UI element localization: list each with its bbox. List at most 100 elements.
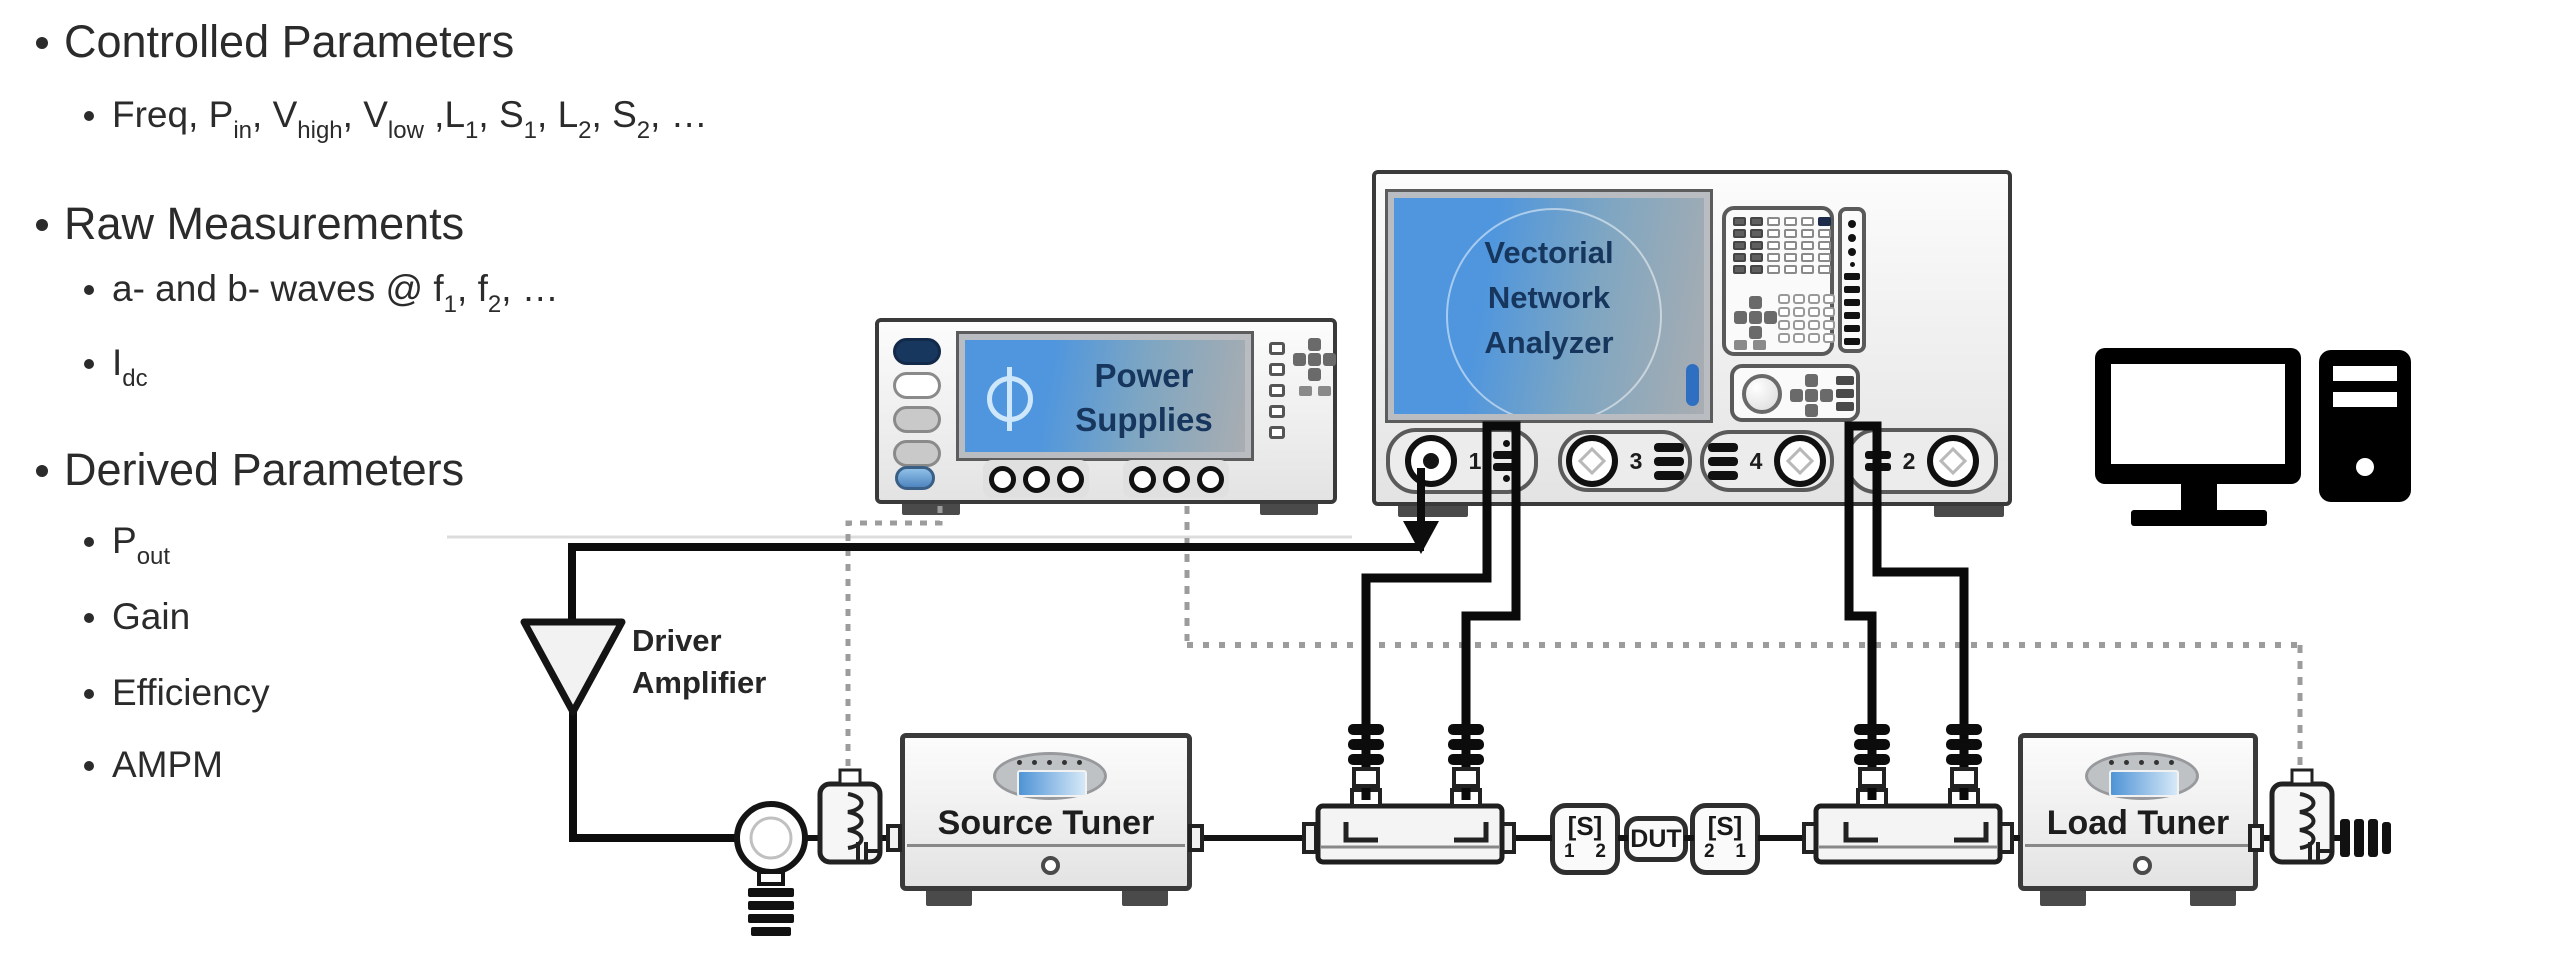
port-3-number: 3 <box>1629 447 1643 474</box>
vna-bottom-keys <box>1734 340 1766 350</box>
vna-port-2: 2 <box>1846 428 1998 494</box>
port-3-connector-icon <box>1565 435 1618 487</box>
bullet-idc: Idc <box>84 342 148 392</box>
bullet-controlled-parameters: Controlled Parameters <box>36 16 514 68</box>
idc-line: Idc <box>112 342 148 392</box>
bullet-derived-parameters: Derived Parameters <box>36 444 464 496</box>
bullet-icon <box>84 537 94 547</box>
vna-screen-text: Vectorial Network Analyzer <box>1484 235 1614 360</box>
circulator-icon <box>734 801 808 875</box>
port-4-receiver-jack-icon <box>1707 442 1738 480</box>
source-tuner-seam <box>907 844 1185 847</box>
power-supplies-foot <box>1260 502 1318 515</box>
control-computer-icon <box>2095 336 2425 536</box>
monitor-icon <box>2095 348 2301 484</box>
vna-keypad-panel <box>1722 206 1835 356</box>
vna-function-keys <box>1733 217 1831 274</box>
bullet-icon <box>36 37 48 49</box>
vna-numeric-keys <box>1778 294 1835 343</box>
port-4-number: 4 <box>1749 447 1763 474</box>
power-supplies-power-button <box>895 466 935 490</box>
port-4-connector-icon <box>1774 435 1827 487</box>
smith-chart-icon <box>1446 208 1662 414</box>
load-tuner-foot <box>2190 887 2236 906</box>
vna-side-strip <box>1838 207 1866 353</box>
vna-knob-keys <box>1836 376 1854 411</box>
bullet-icon <box>84 111 94 121</box>
dut-block: DUT <box>1624 816 1688 862</box>
bullet-icon <box>84 359 94 369</box>
load-tuner-seam <box>2025 844 2251 847</box>
source-coupler-icon <box>1315 788 1505 865</box>
load-termination-icon <box>2340 819 2391 857</box>
load-bias-tee-icon <box>2269 768 2335 865</box>
source-tuner-foot <box>1122 887 1168 906</box>
source-tuner-leds <box>1017 760 1082 765</box>
vna-port-3: 3 <box>1558 430 1692 492</box>
bullet-gain: Gain <box>84 596 190 638</box>
raw-measurements-title: Raw Measurements <box>64 198 465 249</box>
power-supplies-menu-keys <box>1269 342 1285 439</box>
port-1-number: 1 <box>1468 447 1482 474</box>
port-3-receiver-jack-icon <box>1654 442 1685 480</box>
driver-amplifier-icon <box>520 618 626 716</box>
controlled-parameters-title: Controlled Parameters <box>64 16 515 67</box>
power-supplies-screen: Power Supplies <box>956 331 1254 461</box>
bullet-raw-measurements: Raw Measurements <box>36 198 464 250</box>
load-tuner-lcd <box>2109 770 2179 797</box>
vna-knob-dpad <box>1790 374 1833 417</box>
port-1-connector-icon <box>1404 435 1457 487</box>
load-tuner-foot <box>2040 887 2086 906</box>
pout-line: Pout <box>112 520 171 570</box>
power-symbol-icon <box>987 367 1033 431</box>
desktop-tower-icon <box>2319 350 2411 502</box>
source-tuner-lcd <box>1017 770 1087 797</box>
source-tuner-foot <box>926 887 972 906</box>
port-1-receiver-jack-icon <box>1493 440 1520 482</box>
vna-rotary-knob <box>1742 374 1782 414</box>
monitor-base-icon <box>2131 510 2267 526</box>
dc-control-dashed-lines <box>845 506 2303 768</box>
driver-amplifier-label: Driver Amplifier <box>632 623 767 700</box>
vna-dpad <box>1734 296 1777 339</box>
source-tuner-screw <box>1041 856 1060 875</box>
vna-port-4: 4 <box>1700 430 1834 492</box>
vna-screen: Vectorial Network Analyzer <box>1385 189 1713 423</box>
bullet-ampm: AMPM <box>84 744 223 786</box>
source-tuner-label: Source Tuner <box>937 804 1155 842</box>
ampm-label: AMPM <box>112 744 223 785</box>
load-tuner-screw <box>2133 856 2152 875</box>
vna-port-1: 1 <box>1386 428 1538 494</box>
bullet-efficiency: Efficiency <box>84 672 270 714</box>
power-supplies-instrument: Power Supplies <box>875 318 1337 504</box>
cable-ferrite-beads <box>1348 724 1982 788</box>
ground-termination-icon <box>748 870 794 936</box>
bullet-icon <box>84 689 94 699</box>
vna-side-strip-keys <box>1842 211 1862 345</box>
vna-screen-scrollbar <box>1686 364 1699 406</box>
vna-knob-panel <box>1730 364 1860 422</box>
source-tuner-instrument: Source Tuner <box>900 733 1192 891</box>
bullet-icon <box>84 285 94 295</box>
source-bias-tee-icon <box>817 768 883 865</box>
port-2-receiver-jack-icon <box>1864 440 1891 482</box>
arrowhead-icon <box>1403 521 1439 554</box>
power-supplies-dpad <box>1293 338 1336 381</box>
gain-label: Gain <box>112 596 191 637</box>
power-supplies-screen-text: Power Supplies <box>1075 357 1213 438</box>
power-supplies-output-terminals-1 <box>983 460 1089 498</box>
controlled-params-line: Freq, Pin, Vhigh, Vlow ,L1, S1, L2, S2, … <box>112 94 708 144</box>
efficiency-label: Efficiency <box>112 672 270 713</box>
load-tuner-leds <box>2109 760 2174 765</box>
load-tuner-instrument: Load Tuner <box>2018 733 2258 891</box>
load-coupler-icon <box>1813 788 2003 865</box>
port-2-number: 2 <box>1902 447 1916 474</box>
port-2-connector-icon <box>1927 435 1980 487</box>
bullet-icon <box>36 219 48 231</box>
bullet-pout: Pout <box>84 520 171 570</box>
bullet-ab-waves: a- and b- waves @ f1, f2, … <box>84 268 559 318</box>
power-supplies-output-terminals-2 <box>1123 460 1229 498</box>
